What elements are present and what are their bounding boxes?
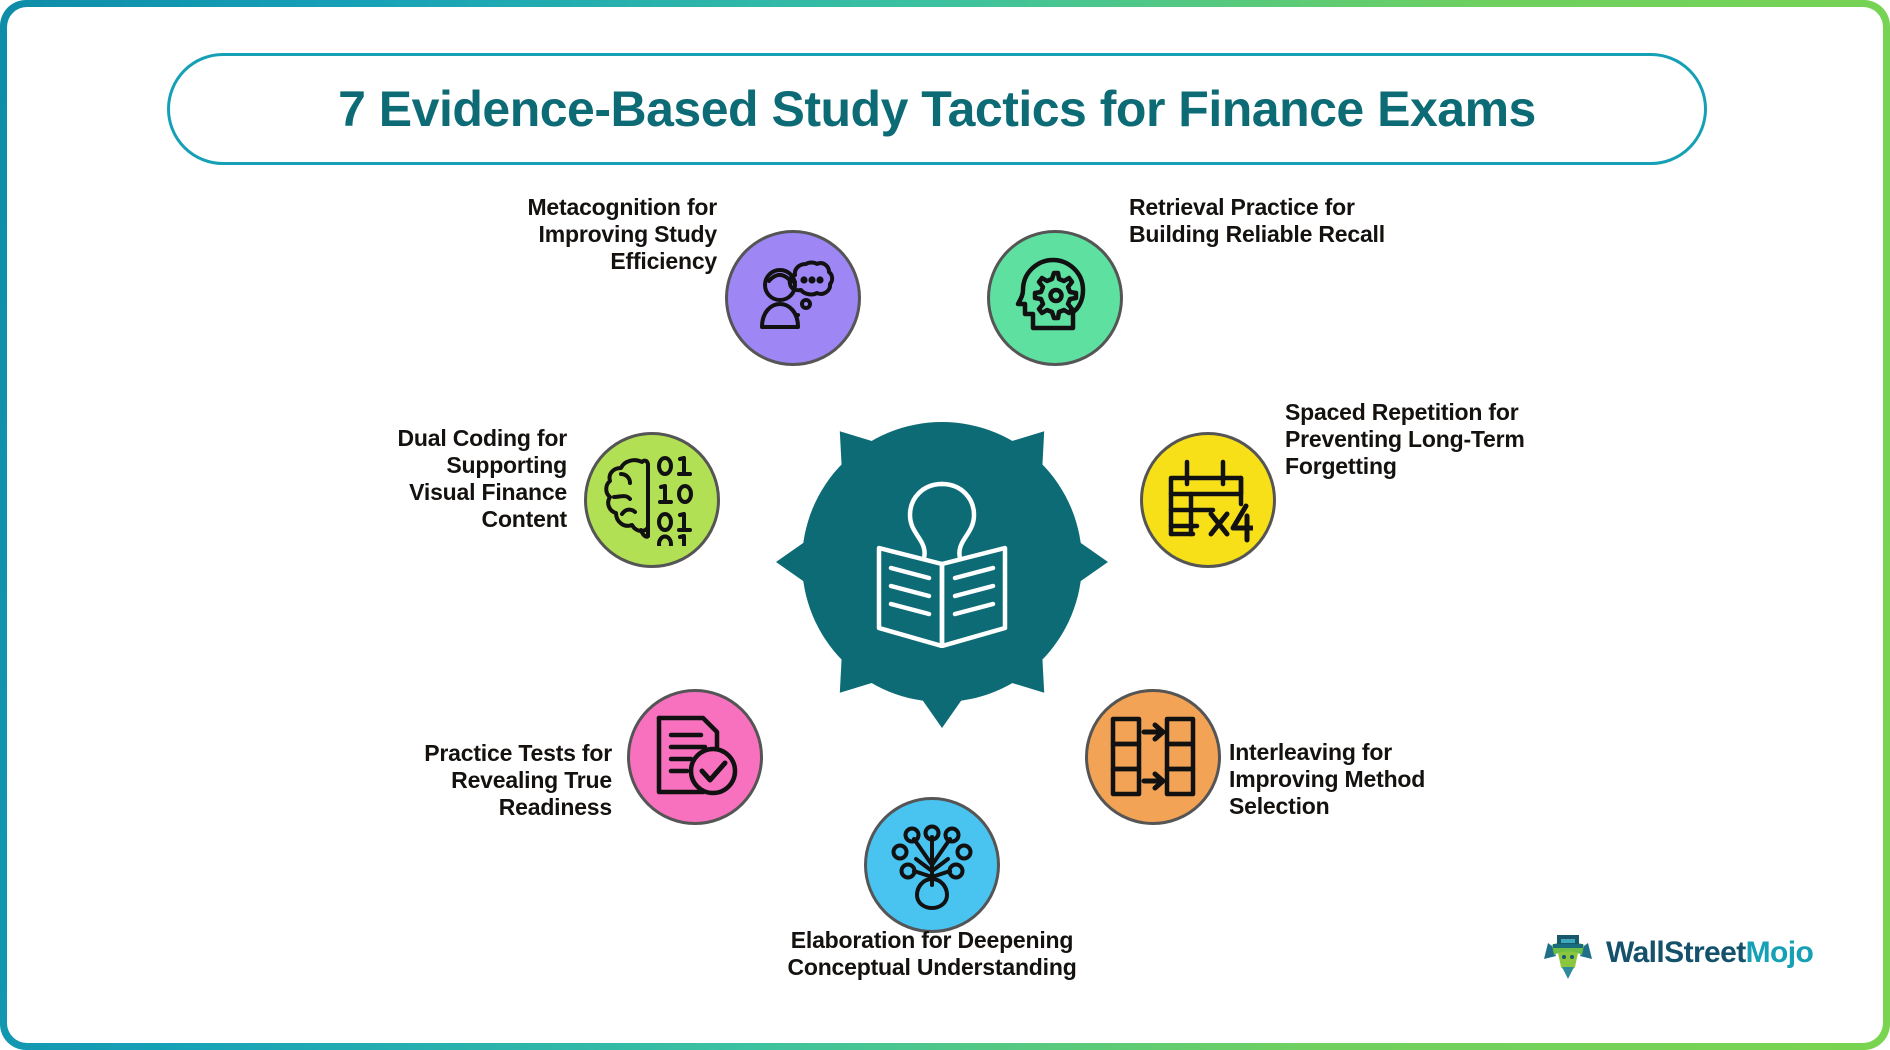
node-label-retrieval-practice: Retrieval Practice for Building Reliable…: [1129, 194, 1385, 248]
document-check-icon: [656, 715, 738, 796]
brain-binary-icon: [604, 456, 693, 546]
node-icon-metacognition[interactable]: [725, 230, 861, 366]
node-label-elaboration: Elaboration for Deepening Conceptual Und…: [787, 927, 1077, 981]
infographic-inner: 7 Evidence-Based Study Tactics for Finan…: [7, 7, 1883, 1043]
head-gear-icon: [1015, 257, 1086, 331]
central-hub: [742, 362, 1142, 762]
node-label-spaced-repetition: Spaced Repetition for Preventing Long-Te…: [1285, 399, 1525, 480]
node-icon-spaced-repetition[interactable]: [1140, 432, 1276, 568]
logo-text: WallStreetMojo: [1606, 936, 1814, 970]
calendar-x4-icon: [1168, 459, 1253, 543]
logo-text-primary: WallStreet: [1606, 936, 1746, 969]
node-icon-interleaving[interactable]: [1085, 689, 1221, 825]
node-label-interleaving: Interleaving for Improving Method Select…: [1229, 739, 1426, 820]
logo-text-secondary: Mojo: [1745, 936, 1814, 969]
node-icon-elaboration[interactable]: [864, 797, 1000, 933]
node-icon-dual-coding[interactable]: [584, 432, 720, 568]
node-label-dual-coding: Dual Coding for Supporting Visual Financ…: [397, 425, 568, 533]
node-icon-retrieval-practice[interactable]: [987, 230, 1123, 366]
node-label-metacognition: Metacognition for Improving Study Effici…: [527, 194, 717, 275]
page-title: 7 Evidence-Based Study Tactics for Finan…: [338, 81, 1536, 137]
title-pill: 7 Evidence-Based Study Tactics for Finan…: [167, 53, 1707, 165]
blocks-swap-arrows-icon: [1110, 716, 1196, 797]
wallstreetmojo-bull-icon: [1544, 935, 1592, 979]
person-reading-book-icon: [876, 481, 1008, 648]
node-icon-practice-tests[interactable]: [627, 689, 763, 825]
node-label-practice-tests: Practice Tests for Revealing True Readin…: [424, 740, 612, 821]
wallstreetmojo-logo[interactable]: WallStreetMojo: [1542, 927, 1814, 979]
person-thought-bubble-icon: [760, 260, 835, 329]
node-network-icon: [891, 824, 973, 910]
